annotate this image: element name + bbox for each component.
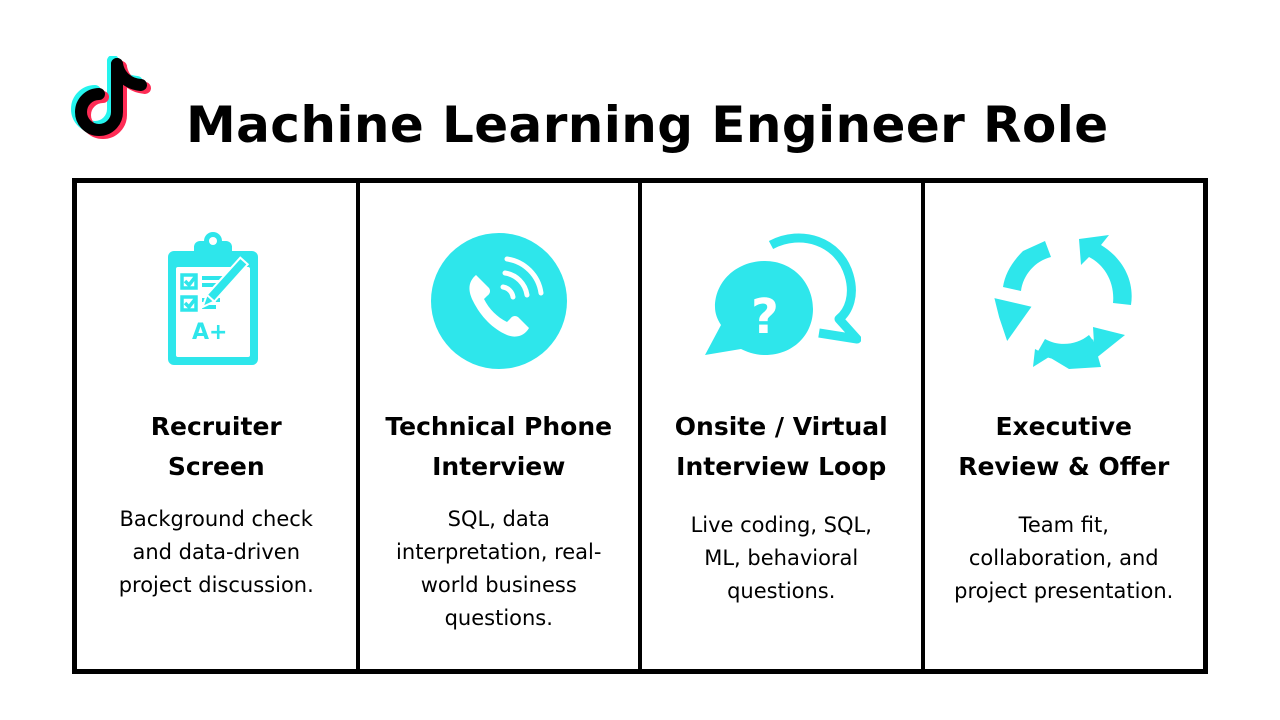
question-chat-bubbles-icon: ? bbox=[705, 231, 862, 371]
tiktok-logo-icon bbox=[66, 55, 152, 148]
cycle-arrows-icon bbox=[994, 231, 1134, 371]
stage-description: Background check and data-driven project… bbox=[118, 507, 314, 597]
clipboard-checklist-icon: A+ bbox=[146, 231, 286, 371]
stage-description: Live coding, SQL, ML, behavioral questio… bbox=[690, 513, 872, 603]
page-title: Machine Learning Engineer Role bbox=[186, 96, 1109, 154]
phone-call-icon bbox=[429, 231, 569, 371]
svg-text:A+: A+ bbox=[192, 320, 227, 345]
stage-description: Team fit, collaboration, and project pre… bbox=[954, 513, 1174, 603]
svg-text:?: ? bbox=[751, 289, 779, 345]
stage-description: SQL, data interpretation, real-world bus… bbox=[396, 507, 602, 630]
